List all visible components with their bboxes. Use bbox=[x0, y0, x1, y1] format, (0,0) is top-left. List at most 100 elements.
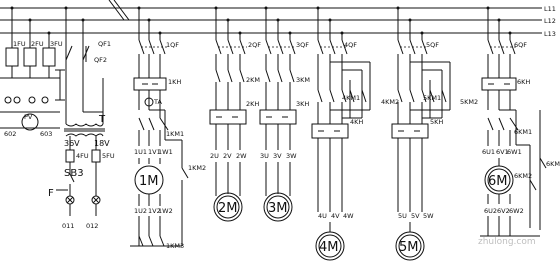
label-5w: 5W bbox=[423, 212, 434, 220]
label-6u2: 6U2 bbox=[484, 207, 497, 215]
label-1v1: 1V1 bbox=[148, 148, 161, 156]
label-1u1: 1U1 bbox=[134, 148, 147, 156]
label-6u1: 6U1 bbox=[482, 148, 495, 156]
label-1m: 1M bbox=[139, 174, 159, 189]
label-pv: PV bbox=[24, 113, 33, 121]
label-1km2: 1KM2 bbox=[188, 164, 206, 172]
label-6km2: 6KM2 bbox=[514, 172, 532, 180]
label-4qf: 4QF bbox=[344, 41, 357, 49]
label-qf1-small: QF1 bbox=[98, 40, 111, 48]
motor-3m bbox=[263, 192, 293, 222]
label-2m: 2M bbox=[218, 201, 238, 216]
label-sb3: SB3 bbox=[64, 168, 84, 179]
fuse-2fu bbox=[23, 47, 37, 67]
meter-terminal bbox=[41, 96, 49, 104]
motor-2-circuit: 2QF 2KM 2KH 2U 2V 2W 2M bbox=[209, 6, 261, 222]
meter-terminal bbox=[13, 96, 21, 104]
fuse-4fu bbox=[65, 149, 75, 163]
label-4m: 4M bbox=[319, 240, 339, 255]
label-1km1: 1KM1 bbox=[166, 130, 184, 138]
label-602: 602 bbox=[4, 130, 16, 138]
label-4kh: 4KH bbox=[350, 118, 363, 126]
motor-3-circuit: 3QF 3KM 3KH 3U 3V 3W 3M bbox=[259, 6, 310, 222]
label-3m: 3M bbox=[268, 201, 288, 216]
label-6qf: 6QF bbox=[514, 41, 527, 49]
label-6w1: 6W1 bbox=[507, 148, 522, 156]
transformer-secondary bbox=[65, 133, 104, 137]
meter-terminal bbox=[28, 96, 36, 104]
label-1km3: 1KM3 bbox=[166, 242, 184, 250]
label-2kh: 2KH bbox=[246, 100, 259, 108]
label-6v1: 6V1 bbox=[496, 148, 509, 156]
label-4u: 4U bbox=[318, 212, 327, 220]
thermal-relay-2kh bbox=[209, 109, 247, 125]
motor-6-circuit: 6QF 6KH 6KM1 6U1 6V1 6W1 6M 6U2 6V2 6W2 bbox=[480, 6, 560, 237]
bus-label-l13: L13 bbox=[544, 30, 556, 38]
current-transformer-ta bbox=[144, 97, 154, 107]
motor-5-circuit: 5QF 5KM1 5KM2 5KH 5U 5V 5W 5M bbox=[391, 6, 478, 261]
fuse-3fu bbox=[42, 47, 56, 67]
thermal-relay-1kh bbox=[133, 77, 167, 91]
label-1qf: 1QF bbox=[166, 41, 179, 49]
bus-label-l11: L11 bbox=[544, 5, 556, 13]
label-4w: 4W bbox=[343, 212, 354, 220]
label-4fu: 4FU bbox=[76, 152, 89, 160]
meter-terminal bbox=[4, 96, 12, 104]
label-4km1: 4KM1 bbox=[342, 94, 360, 102]
thermal-relay-4kh bbox=[311, 123, 349, 139]
label-5kh: 5KH bbox=[430, 118, 443, 126]
motor-5m bbox=[395, 231, 425, 261]
voltmeter-pv bbox=[21, 113, 39, 131]
label-3u: 3U bbox=[260, 152, 269, 160]
bus-bars: L11 L12 L13 bbox=[0, 0, 556, 38]
fuse-5fu bbox=[91, 149, 101, 163]
label-36v: 36V bbox=[64, 139, 80, 148]
label-5km2: 5KM2 bbox=[460, 98, 478, 106]
label-6m: 6M bbox=[488, 174, 508, 189]
label-012: 012 bbox=[86, 222, 98, 230]
label-6w2: 6W2 bbox=[509, 207, 524, 215]
label-603: 603 bbox=[40, 130, 52, 138]
label-3fu: 3FU bbox=[50, 40, 63, 48]
label-6v2: 6V2 bbox=[497, 207, 510, 215]
label-f: F bbox=[48, 188, 54, 199]
transformer-primary bbox=[65, 123, 104, 127]
label-1w2: 1W2 bbox=[158, 207, 173, 215]
label-2v: 2V bbox=[223, 152, 232, 160]
label-5fu: 5FU bbox=[102, 152, 115, 160]
motor-4m bbox=[315, 231, 345, 261]
label-2u: 2U bbox=[210, 152, 219, 160]
label-3kh: 3KH bbox=[296, 100, 309, 108]
thermal-relay-3kh bbox=[259, 109, 297, 125]
motor-1-circuit: 1QF 1KH TA 1KM1 1U1 1V1 1W1 1M 1 bbox=[130, 6, 206, 250]
label-t: T bbox=[98, 114, 106, 125]
bus-label-l12: L12 bbox=[544, 17, 556, 25]
label-5u: 5U bbox=[398, 212, 407, 220]
label-2km: 2KM bbox=[246, 76, 260, 84]
watermark-text: zhulong.com bbox=[478, 237, 536, 247]
label-5qf: 5QF bbox=[426, 41, 439, 49]
label-5v: 5V bbox=[411, 212, 420, 220]
motor-2m bbox=[213, 192, 243, 222]
label-18v: 18V bbox=[94, 139, 110, 148]
label-5km1: 5KM1 bbox=[423, 94, 441, 102]
label-011: 011 bbox=[62, 222, 74, 230]
label-2w: 2W bbox=[236, 152, 247, 160]
label-2fu: 2FU bbox=[31, 40, 44, 48]
label-4km2: 4KM2 bbox=[381, 98, 399, 106]
fuse-1fu bbox=[5, 47, 19, 67]
label-1fu: 1FU bbox=[13, 40, 26, 48]
label-4v: 4V bbox=[331, 212, 340, 220]
thermal-relay-6kh bbox=[481, 77, 517, 91]
label-6kh: 6KH bbox=[517, 78, 530, 86]
label-ta: TA bbox=[153, 98, 162, 106]
label-1kh: 1KH bbox=[168, 78, 181, 86]
label-5m: 5M bbox=[399, 240, 419, 255]
thermal-relay-5kh bbox=[391, 123, 429, 139]
label-6km: 6KM bbox=[546, 160, 560, 168]
label-3v: 3V bbox=[273, 152, 282, 160]
label-6km1: 6KM1 bbox=[514, 128, 532, 136]
motor-4-circuit: 4QF 4KM1 4KM2 4KH 4U 4V 4W 4M bbox=[311, 6, 399, 261]
label-qf2: QF2 bbox=[94, 56, 107, 64]
